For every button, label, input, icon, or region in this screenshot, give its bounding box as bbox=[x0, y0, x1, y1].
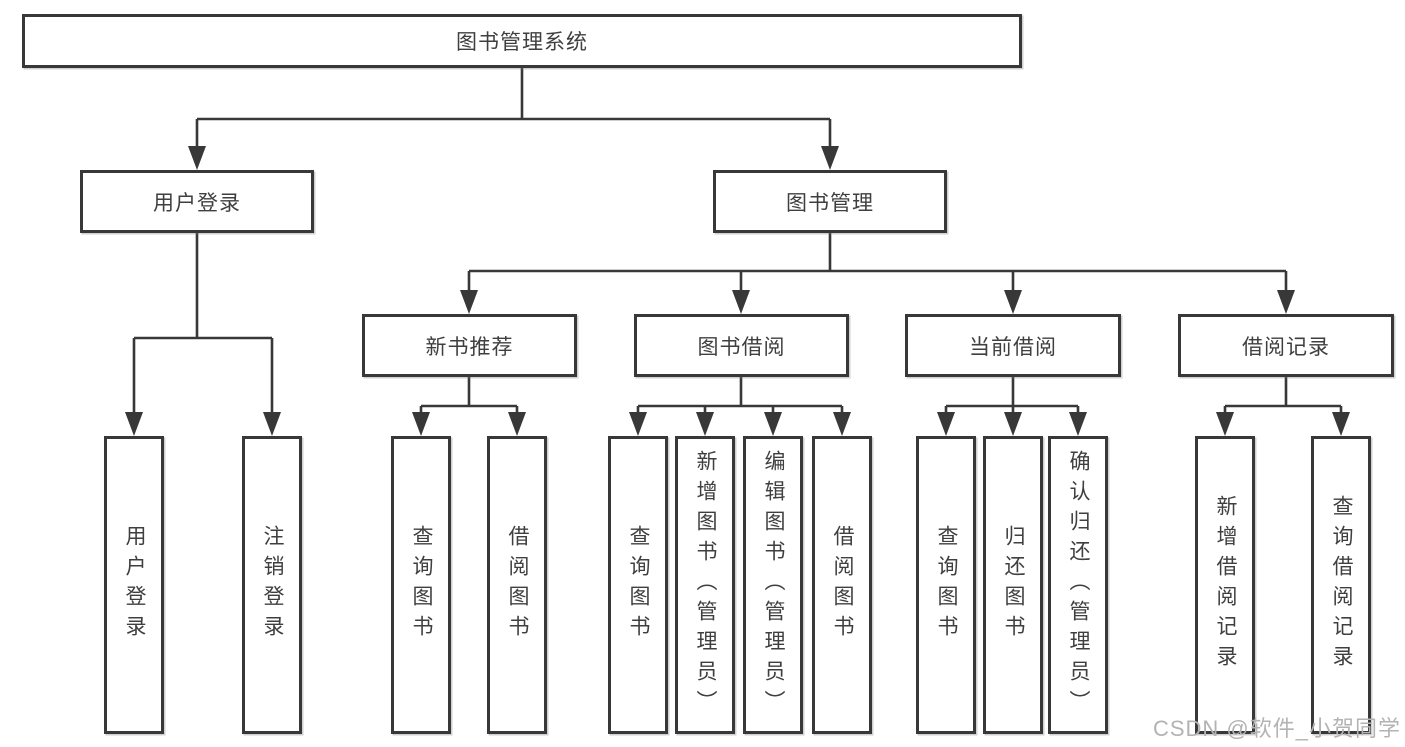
leaf-borrow-books: 借阅图书 bbox=[812, 436, 872, 734]
leaf-label: 确认归还（管理员） bbox=[1067, 450, 1090, 720]
leaf-search-books-borrowing: 查询图书 bbox=[608, 436, 668, 734]
leaf-label: 新增借阅记录 bbox=[1214, 495, 1237, 675]
leaf-label: 编辑图书（管理员） bbox=[762, 450, 785, 720]
leaf-logout: 注销登录 bbox=[242, 436, 302, 734]
leaf-user-login: 用户登录 bbox=[104, 436, 164, 734]
leaf-return-books: 归还图书 bbox=[983, 436, 1043, 734]
node-new-book-recommendation: 新书推荐 bbox=[362, 314, 577, 377]
node-user-login: 用户登录 bbox=[80, 170, 314, 233]
leaf-label: 查询图书 bbox=[627, 525, 650, 645]
leaf-label: 借阅图书 bbox=[506, 525, 529, 645]
leaf-borrow-books-recommend: 借阅图书 bbox=[487, 436, 547, 734]
leaf-add-borrow-record: 新增借阅记录 bbox=[1195, 436, 1255, 734]
leaf-edit-books-admin: 编辑图书（管理员） bbox=[743, 436, 803, 734]
leaf-label: 用户登录 bbox=[123, 525, 146, 645]
leaf-label: 查询图书 bbox=[935, 525, 958, 645]
leaf-confirm-return-admin: 确认归还（管理员） bbox=[1048, 436, 1108, 734]
node-book-borrowing: 图书借阅 bbox=[634, 314, 849, 377]
leaf-search-books-recommend: 查询图书 bbox=[391, 436, 451, 734]
leaf-label: 新增图书（管理员） bbox=[694, 450, 717, 720]
leaf-label: 注销登录 bbox=[261, 525, 284, 645]
leaf-label: 查询图书 bbox=[410, 525, 433, 645]
node-book-management: 图书管理 bbox=[713, 170, 947, 233]
leaf-search-books-current: 查询图书 bbox=[916, 436, 976, 734]
node-current-borrowing: 当前借阅 bbox=[905, 314, 1121, 377]
leaf-add-books-admin: 新增图书（管理员） bbox=[675, 436, 735, 734]
node-root-book-management-system: 图书管理系统 bbox=[22, 14, 1022, 68]
leaf-search-borrow-record: 查询借阅记录 bbox=[1311, 436, 1371, 734]
leaf-label: 查询借阅记录 bbox=[1330, 495, 1353, 675]
csdn-watermark: CSDN @软件_小贺同学 bbox=[1152, 716, 1401, 741]
leaf-label: 借阅图书 bbox=[831, 525, 854, 645]
leaf-label: 归还图书 bbox=[1002, 525, 1025, 645]
node-borrowing-records: 借阅记录 bbox=[1178, 314, 1394, 377]
